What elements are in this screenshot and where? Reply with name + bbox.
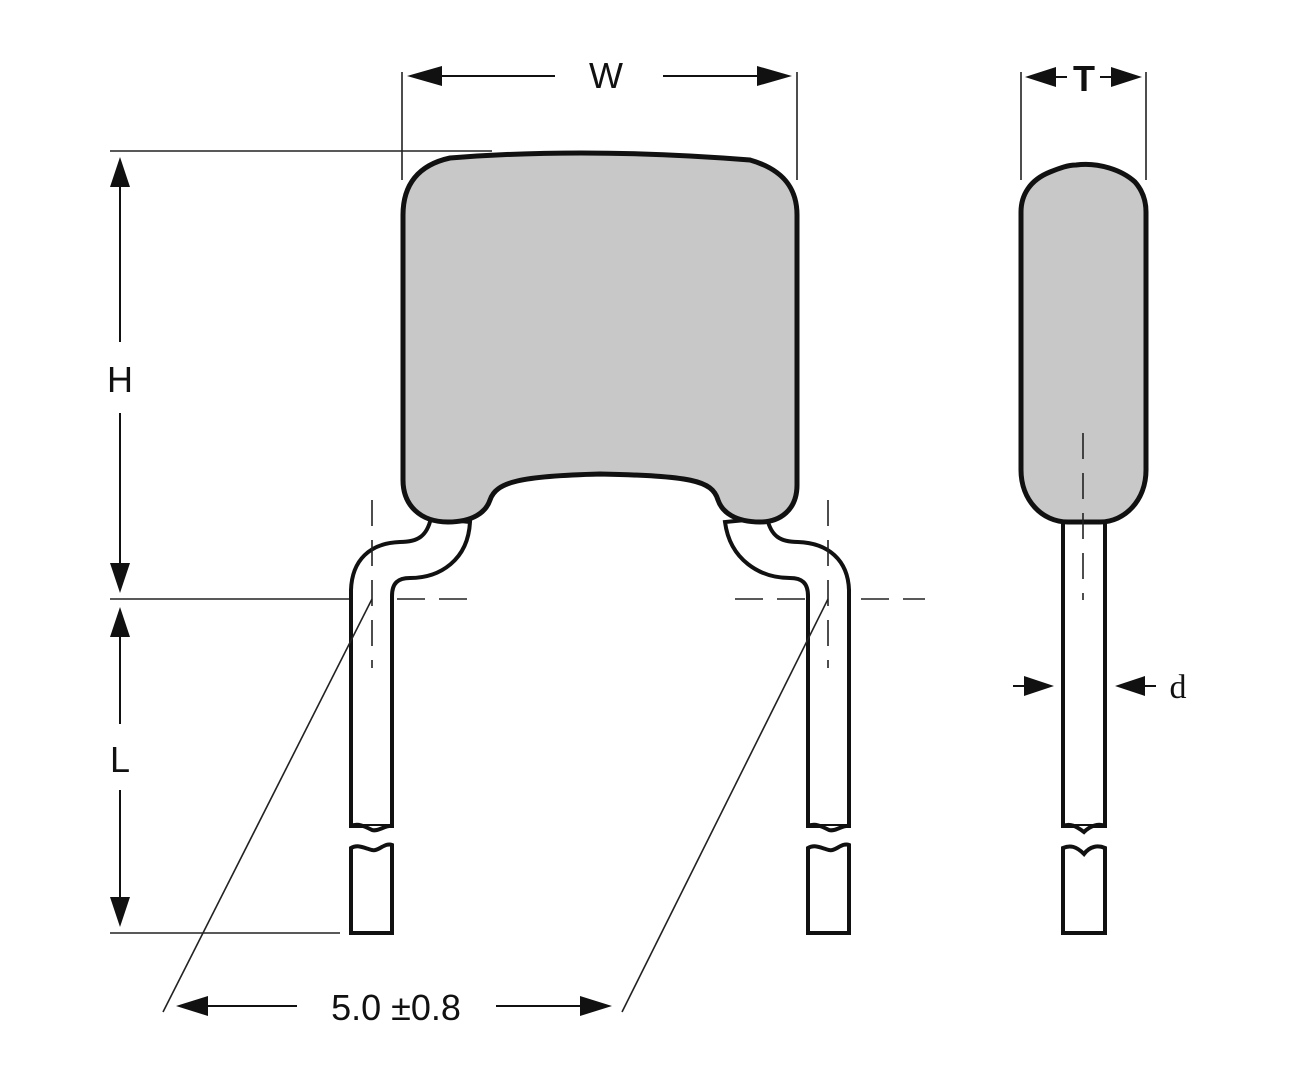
right-lead-upper-break: [807, 822, 850, 833]
lead-spacing-label: 5.0 ±0.8: [331, 987, 461, 1028]
lead-diameter-label: d: [1170, 669, 1187, 706]
h-arrow-top-icon: [110, 157, 130, 187]
side-lead-lower: [1061, 844, 1107, 935]
right-lead-lower: [806, 842, 851, 935]
front-view: W H L 5.0 ±0.8: [107, 55, 925, 1028]
thickness-label: T: [1073, 58, 1095, 99]
side-lead-upper-break: [1062, 822, 1106, 835]
h-arrow-bottom-icon: [110, 563, 130, 593]
right-lead: [722, 515, 851, 828]
spacing-arrow-right-icon: [580, 996, 612, 1016]
spacing-arrow-left-icon: [176, 996, 208, 1016]
l-arrow-top-icon: [110, 607, 130, 637]
d-arrow-left-icon: [1024, 676, 1054, 696]
side-body: [1018, 161, 1149, 525]
spacing-leader-right: [621, 598, 829, 1013]
side-lead-upper: [1061, 518, 1107, 828]
left-lead-upper-break: [350, 822, 393, 833]
t-arrow-right-icon: [1111, 67, 1142, 87]
w-arrow-left-icon: [407, 66, 442, 86]
w-arrow-right-icon: [757, 66, 792, 86]
capacitor-body: [400, 150, 800, 525]
lead-length-label: L: [110, 739, 130, 780]
width-label: W: [589, 55, 623, 96]
l-arrow-bottom-icon: [110, 897, 130, 927]
left-lead: [349, 515, 473, 828]
left-lead-lower: [349, 842, 394, 935]
height-label: H: [107, 359, 133, 400]
spacing-leader-left: [162, 598, 373, 1013]
side-view: T d: [1013, 58, 1187, 935]
t-arrow-left-icon: [1025, 67, 1056, 87]
d-arrow-right-icon: [1115, 676, 1145, 696]
